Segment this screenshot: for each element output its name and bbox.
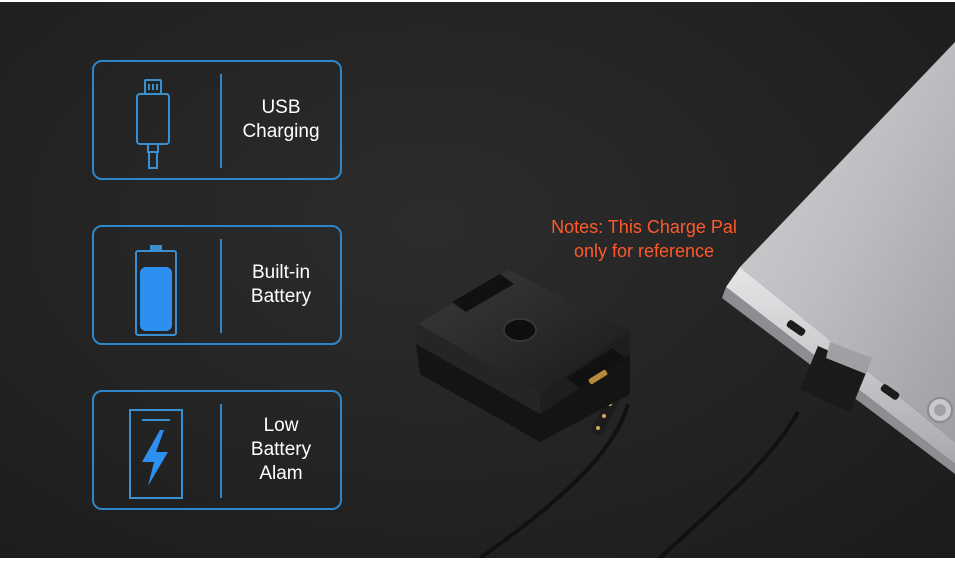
feature-card-low-battery-alarm: Low Battery Alam: [92, 390, 342, 510]
feature-divider: [220, 239, 222, 333]
gps-tracker: [416, 270, 630, 442]
feature-divider: [220, 74, 222, 168]
feature-divider: [220, 404, 222, 498]
feature-label-usb-charging: USB Charging: [242, 97, 320, 142]
usb-plug: [794, 342, 872, 414]
lightning-battery-icon: [120, 402, 192, 502]
feature-label-built-in-battery: Built-in Battery: [250, 262, 312, 307]
feature-card-built-in-battery: Built-in Battery: [92, 225, 342, 345]
reference-note: Notes: This Charge Pal only for referenc…: [551, 217, 737, 261]
feature-label-low-battery-alarm: Low Battery Alam: [250, 415, 312, 484]
feature-card-usb-charging: USB Charging: [92, 60, 342, 180]
usb-cable-icon: [120, 72, 192, 172]
battery-icon: [120, 237, 192, 337]
